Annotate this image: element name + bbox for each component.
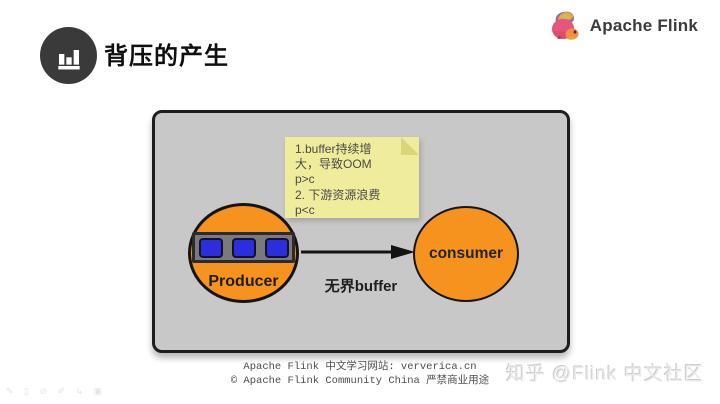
note-line: 2. 下游资源浪费 bbox=[295, 187, 381, 202]
footer-line-site: Apache Flink 中文学习网站: ververica.cn bbox=[243, 361, 477, 373]
producer-label: Producer bbox=[208, 273, 279, 290]
note-line: p>c bbox=[295, 172, 315, 187]
bar-chart-glyph bbox=[57, 49, 80, 69]
buffer-queue bbox=[192, 232, 295, 263]
footer-line-copyright: © Apache Flink Community China 严禁商业用途 bbox=[230, 374, 490, 387]
consumer-label: consumer bbox=[428, 245, 504, 262]
buffer-slot bbox=[231, 237, 256, 258]
flink-logo: Apache Flink bbox=[546, 8, 698, 44]
zhihu-watermark: 知乎 @Flink 中文社区 bbox=[506, 364, 704, 385]
footer: Apache Flink 中文学习网站: ververica.cn © Apac… bbox=[0, 361, 720, 388]
flink-logo-text: Apache Flink bbox=[589, 16, 698, 35]
page-title: 背压的产生 bbox=[104, 44, 229, 70]
unbounded-buffer-label: 无界buffer bbox=[324, 278, 398, 295]
note-line: 大，导致OOM bbox=[295, 157, 372, 172]
flink-squirrel-icon bbox=[551, 11, 579, 40]
note-line: 1.buffer持续增 bbox=[295, 142, 372, 156]
note-fold-corner bbox=[401, 137, 419, 155]
flow-arrow bbox=[301, 245, 415, 259]
producer-node: Producer bbox=[188, 203, 299, 303]
diagram-panel: 1.buffer持续增 大，导致OOM p>c 2. 下游资源浪费 p<c Pr… bbox=[152, 110, 570, 353]
consumer-node: consumer bbox=[413, 206, 519, 302]
sticky-note: 1.buffer持续增 大，导致OOM p>c 2. 下游资源浪费 p<c bbox=[285, 137, 419, 218]
buffer-slot bbox=[264, 237, 289, 258]
faded-toolbar-icons: ✎ ▯ ⊘ ✐ ↳ ▣ bbox=[6, 386, 107, 396]
buffer-slot bbox=[198, 237, 223, 258]
note-line: p<c bbox=[295, 202, 315, 217]
bar-chart-icon bbox=[40, 27, 97, 84]
